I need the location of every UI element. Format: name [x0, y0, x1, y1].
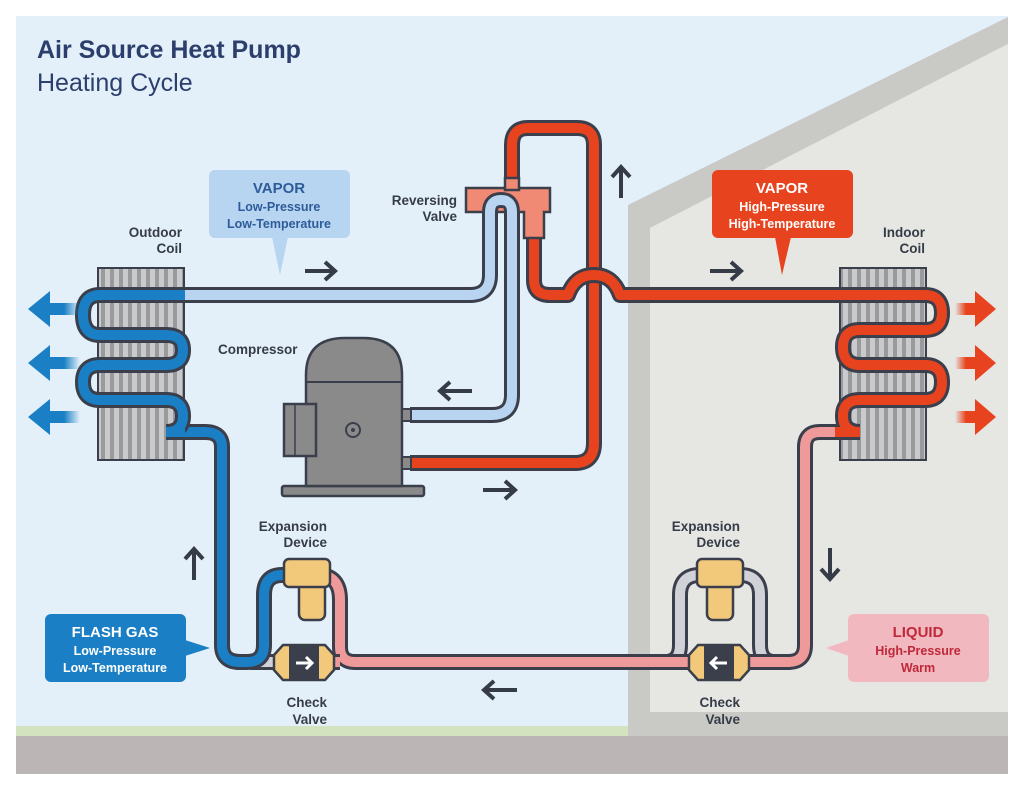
air-arrow-right-icon — [955, 291, 996, 327]
callout-line1: High-Pressure — [739, 200, 824, 214]
label-check-valve-left-2: Valve — [292, 712, 327, 727]
callout-line2: Warm — [901, 661, 935, 675]
flow-up-arrow-icon — [610, 164, 632, 198]
compressor — [280, 336, 426, 498]
label-reversing-valve-2: Valve — [422, 209, 457, 224]
title-line1: Air Source Heat Pump — [37, 36, 301, 64]
label-check-valve-right-2: Valve — [705, 712, 740, 727]
outdoor-air-flow — [28, 291, 80, 435]
callout-heading: VAPOR — [253, 180, 305, 197]
callout-liquid: LIQUID High-Pressure Warm — [826, 614, 989, 682]
flow-down-arrow-icon — [819, 548, 841, 582]
flow-up-arrow-icon — [183, 546, 205, 580]
check-valve-left — [272, 643, 336, 682]
callout-vapor-low: VAPOR Low-Pressure Low-Temperature — [209, 170, 350, 275]
callout-vapor-high: VAPOR High-Pressure High-Temperature — [712, 170, 853, 275]
callout-line1: High-Pressure — [875, 644, 960, 658]
flow-left-arrow-icon — [437, 380, 472, 402]
house-floor-edge — [628, 712, 1008, 736]
flow-right-arrow-icon — [710, 260, 744, 282]
label-check-valve-right-1: Check — [699, 695, 740, 710]
callout-line1: Low-Pressure — [74, 644, 157, 658]
air-arrow-left-icon — [28, 291, 80, 327]
grass-strip — [16, 726, 628, 736]
pipes — [185, 120, 840, 670]
expansion-device-right — [695, 557, 745, 622]
label-expansion-left-2: Device — [283, 535, 327, 550]
air-arrow-left-icon — [28, 399, 80, 435]
outdoor-coil — [74, 267, 192, 461]
callout-line2: Low-Temperature — [63, 661, 167, 675]
indoor-coil — [830, 267, 951, 461]
flow-right-arrow-icon — [483, 479, 518, 501]
expansion-device-left — [282, 557, 332, 622]
callout-line2: Low-Temperature — [227, 217, 331, 231]
flow-right-arrow-icon — [305, 260, 338, 282]
label-reversing-valve-1: Reversing — [392, 193, 457, 208]
label-compressor: Compressor — [218, 342, 298, 357]
callout-heading: VAPOR — [756, 180, 808, 197]
air-arrow-left-icon — [28, 345, 80, 381]
label-expansion-right-1: Expansion — [672, 519, 740, 534]
label-expansion-right-2: Device — [696, 535, 740, 550]
callout-heading: FLASH GAS — [72, 624, 159, 641]
callout-flash-gas: FLASH GAS Low-Pressure Low-Temperature — [45, 614, 210, 682]
callout-line1: Low-Pressure — [238, 200, 321, 214]
label-indoor-coil-1: Indoor — [883, 225, 926, 240]
check-valve-left-arrow-icon — [708, 655, 727, 671]
label-indoor-coil-2: Coil — [900, 241, 926, 256]
title-line2: Heating Cycle — [37, 69, 193, 97]
reversing-valve — [464, 176, 552, 240]
flow-left-arrow-icon — [481, 679, 517, 701]
label-outdoor-coil-2: Coil — [157, 241, 183, 256]
check-valve-right-arrow-icon — [296, 655, 315, 671]
label-expansion-left-1: Expansion — [259, 519, 327, 534]
indoor-air-flow — [955, 291, 996, 435]
callout-heading: LIQUID — [893, 624, 944, 641]
ground — [16, 736, 1008, 774]
air-arrow-right-icon — [955, 399, 996, 435]
label-outdoor-coil-1: Outdoor — [129, 225, 183, 240]
callout-line2: High-Temperature — [729, 217, 836, 231]
label-check-valve-left-1: Check — [286, 695, 327, 710]
air-arrow-right-icon — [955, 345, 996, 381]
check-valve-right — [687, 643, 751, 682]
